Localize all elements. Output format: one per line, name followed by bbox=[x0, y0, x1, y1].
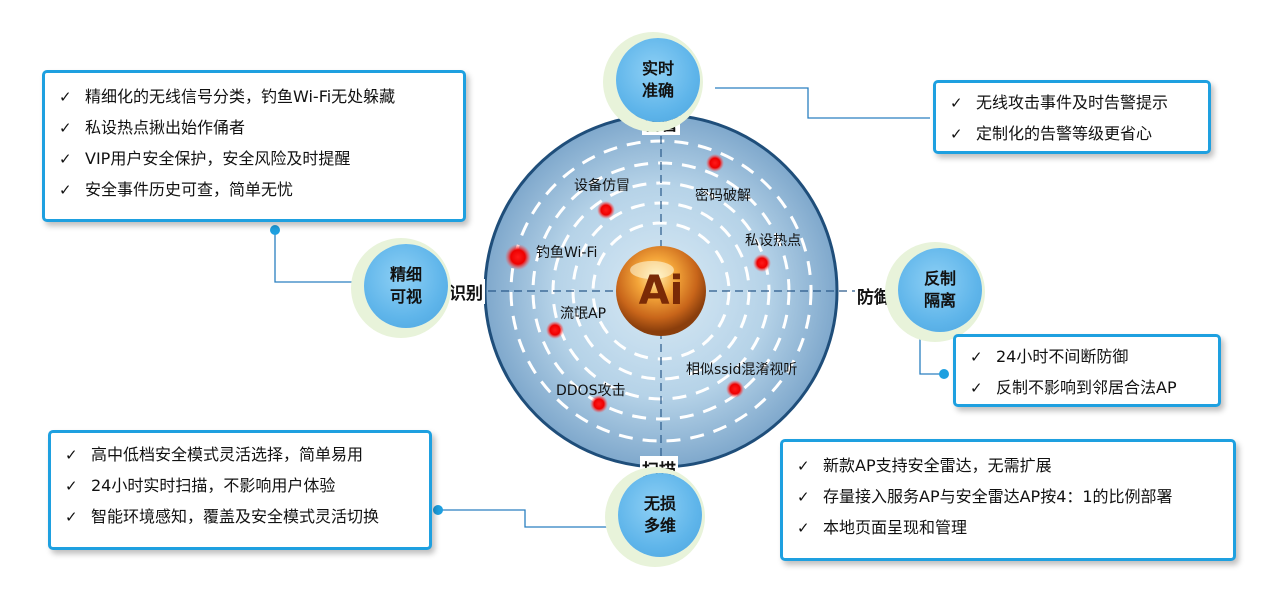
check-icon: ✓ bbox=[59, 88, 72, 106]
threat-label-device-spoof: 设备仿冒 bbox=[574, 178, 630, 194]
node-lossless-multidim: 无损多维 bbox=[618, 473, 702, 557]
list-item: ✓高中低档安全模式灵活选择，简单易用 bbox=[65, 439, 415, 470]
list-item: ✓24小时不间断防御 bbox=[970, 341, 1204, 372]
info-box-scan: ✓高中低档安全模式灵活选择，简单易用 ✓24小时实时扫描，不影响用户体验 ✓智能… bbox=[48, 430, 432, 550]
check-icon: ✓ bbox=[65, 446, 78, 464]
connector-bottom bbox=[438, 509, 612, 528]
threat-label-rogue-ap: 流氓AP bbox=[560, 306, 607, 322]
list-item: ✓存量接入服务AP与安全雷达AP按4：1的比例部署 bbox=[797, 481, 1219, 512]
list-item: ✓智能环境感知，覆盖及安全模式灵活切换 bbox=[65, 501, 415, 532]
check-icon: ✓ bbox=[797, 457, 810, 475]
check-icon: ✓ bbox=[950, 125, 963, 143]
list-item: ✓安全事件历史可查，简单无忧 bbox=[59, 174, 449, 205]
threat-dot bbox=[726, 380, 744, 398]
threat-dot bbox=[753, 254, 771, 272]
threat-dot bbox=[706, 154, 724, 172]
info-box-defend: ✓24小时不间断防御 ✓反制不影响到邻居合法AP bbox=[953, 334, 1221, 407]
check-icon: ✓ bbox=[797, 488, 810, 506]
check-icon: ✓ bbox=[970, 379, 983, 397]
connector-left bbox=[274, 230, 360, 283]
threat-dot bbox=[597, 201, 615, 219]
info-box-deployment: ✓新款AP支持安全雷达，无需扩展 ✓存量接入服务AP与安全雷达AP按4：1的比例… bbox=[780, 439, 1236, 561]
threat-dot bbox=[546, 321, 564, 339]
threat-label-similar-ssid: 相似ssid混淆视听 bbox=[686, 362, 798, 378]
label-defend: 防御 bbox=[855, 283, 893, 308]
node-fine-visible: 精细可视 bbox=[364, 244, 448, 328]
check-icon: ✓ bbox=[59, 181, 72, 199]
check-icon: ✓ bbox=[59, 150, 72, 168]
list-item: ✓反制不影响到邻居合法AP bbox=[970, 372, 1204, 403]
node-realtime-accurate: 实时准确 bbox=[616, 38, 700, 122]
check-icon: ✓ bbox=[950, 94, 963, 112]
list-item: ✓24小时实时扫描，不影响用户体验 bbox=[65, 470, 415, 501]
check-icon: ✓ bbox=[65, 508, 78, 526]
check-icon: ✓ bbox=[65, 477, 78, 495]
info-box-alarm: ✓无线攻击事件及时告警提示 ✓定制化的告警等级更省心 bbox=[933, 80, 1211, 154]
connector-dot-left bbox=[270, 225, 280, 235]
list-item: ✓本地页面呈现和管理 bbox=[797, 512, 1219, 543]
check-icon: ✓ bbox=[970, 348, 983, 366]
threat-label-phishing-wifi: 钓鱼Wi-Fi bbox=[536, 245, 598, 261]
threat-label-private-hotspot: 私设热点 bbox=[745, 233, 801, 249]
threat-dot bbox=[505, 244, 531, 270]
connector-dot-right bbox=[939, 369, 949, 379]
list-item: ✓定制化的告警等级更省心 bbox=[950, 118, 1194, 149]
check-icon: ✓ bbox=[59, 119, 72, 137]
label-identify: 识别 bbox=[447, 279, 485, 304]
list-item: ✓无线攻击事件及时告警提示 bbox=[950, 87, 1194, 118]
connector-dot-bottom bbox=[433, 505, 443, 515]
list-item: ✓新款AP支持安全雷达，无需扩展 bbox=[797, 450, 1219, 481]
list-item: ✓VIP用户安全保护，安全风险及时提醒 bbox=[59, 143, 449, 174]
threat-label-password-crack: 密码破解 bbox=[695, 188, 751, 204]
check-icon: ✓ bbox=[797, 519, 810, 537]
ai-logo: Ai bbox=[638, 268, 684, 314]
list-item: ✓精细化的无线信号分类，钓鱼Wi-Fi无处躲藏 bbox=[59, 81, 449, 112]
connector-top bbox=[715, 87, 930, 119]
threat-dot bbox=[590, 395, 608, 413]
threat-label-ddos: DDOS攻击 bbox=[556, 383, 626, 399]
list-item: ✓私设热点揪出始作俑者 bbox=[59, 112, 449, 143]
connector-right bbox=[919, 338, 945, 375]
node-counter-isolate: 反制隔离 bbox=[898, 248, 982, 332]
info-box-identify: ✓精细化的无线信号分类，钓鱼Wi-Fi无处躲藏 ✓私设热点揪出始作俑者 ✓VIP… bbox=[42, 70, 466, 222]
